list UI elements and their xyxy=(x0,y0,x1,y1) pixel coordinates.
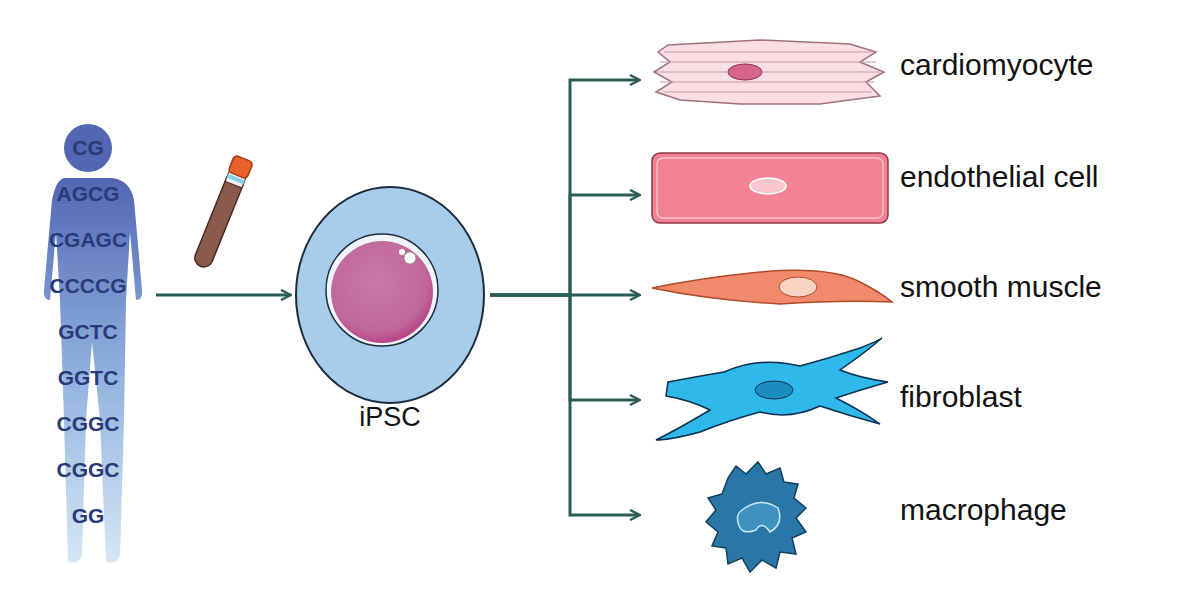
arrow-connector xyxy=(490,295,639,400)
arrow-connector xyxy=(156,294,290,297)
dna-sequence: CGGC xyxy=(57,412,120,436)
cell-type: cardiomyocyte xyxy=(645,35,1145,110)
dna-sequence: GG xyxy=(72,504,105,528)
cell-label: iPSC xyxy=(292,402,488,433)
arrow-connector xyxy=(490,295,639,515)
cell-type: macrophage xyxy=(645,455,1145,580)
smooth-muscle-illustration xyxy=(652,270,892,304)
cell-label: endothelial cell xyxy=(900,160,1098,194)
fibroblast-illustration xyxy=(656,338,888,440)
dna-sequence: CG xyxy=(72,136,104,160)
arrow-connector xyxy=(490,80,639,295)
dna-sequence: AGCG xyxy=(57,182,120,206)
cell-label: smooth muscle xyxy=(900,270,1102,304)
cell-type: endothelial cell xyxy=(645,150,1145,226)
dna-sequence: GCTC xyxy=(58,320,118,344)
endothelial-illustration xyxy=(652,153,888,223)
arrow-connector xyxy=(490,195,639,295)
human-figure xyxy=(44,124,142,563)
macrophage-illustration xyxy=(706,462,806,572)
cell-label: fibroblast xyxy=(900,380,1022,414)
cell-label: cardiomyocyte xyxy=(900,48,1093,82)
ipsc-cell: iPSC xyxy=(292,184,494,440)
cell-type: smooth muscle xyxy=(645,262,1145,322)
cell-label: macrophage xyxy=(900,493,1067,527)
dna-sequence: GGTC xyxy=(58,366,119,390)
dna-sequence: CCCCG xyxy=(50,274,127,298)
blood-tube xyxy=(191,155,253,270)
cardiomyocyte-illustration xyxy=(654,40,884,104)
dna-sequence: CGAGC xyxy=(49,228,127,252)
cell-type: fibroblast xyxy=(645,338,1145,442)
human-figure: CG AGCG CGAGC CCCCG GCTC GGTC CGGC CGGC GG xyxy=(30,118,160,570)
dna-sequence: CGGC xyxy=(57,458,120,482)
ipsc-cell xyxy=(296,187,484,403)
